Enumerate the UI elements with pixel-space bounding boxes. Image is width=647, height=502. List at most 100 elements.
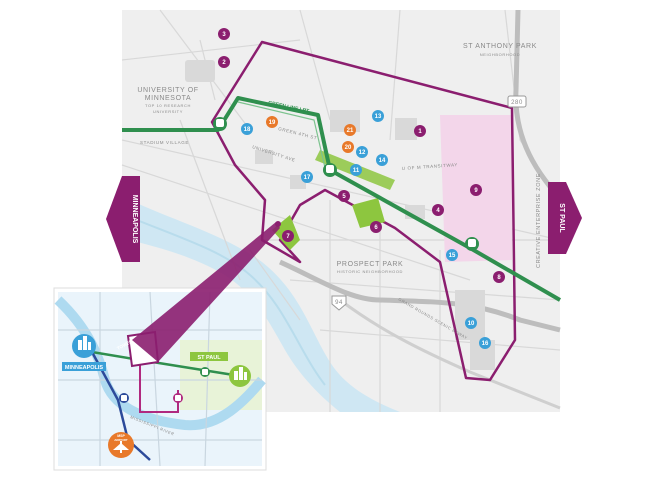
location-marker-number: 18 [244,127,251,133]
location-marker-20[interactable]: 20 [342,141,354,153]
location-marker-17[interactable]: 17 [301,171,313,183]
location-marker-number: 9 [474,188,478,194]
umn-sub-line1: TOP 10 RESEARCH [145,103,191,108]
location-marker-number: 5 [342,194,346,200]
zoom-callout-point [275,221,281,227]
location-marker-number: 11 [353,168,360,174]
inset-lrt-icon [200,367,210,377]
umn-sub-line2: UNIVERSITY [153,109,183,114]
interstate-94-shield: 94 [331,295,347,311]
location-marker-4[interactable]: 4 [432,204,444,216]
location-marker-21[interactable]: 21 [344,124,356,136]
location-marker-3[interactable]: 3 [218,28,230,40]
location-marker-number: 8 [497,275,501,281]
umn-label-line1: UNIVERSITY OF [137,87,198,94]
location-marker-number: 2 [222,60,226,66]
location-marker-dot [301,171,313,183]
location-marker-dot [282,230,294,242]
st-paul-tab-label: ST PAUL [558,203,565,233]
minneapolis-tab-label: MINNEAPOLIS [131,195,138,244]
location-marker-dot [493,271,505,283]
location-marker-number: 16 [482,341,489,347]
location-marker-number: 6 [374,225,378,231]
inset-map: TOWERSIDE MINNEAPOLIS ST PAUL [53,287,267,471]
highway-280-label: 280 [511,100,523,106]
inset-airport-label-2: AIRPORT [114,438,128,442]
lrt-station-icon [465,237,479,251]
river-bank [121,213,326,386]
location-marker-5[interactable]: 5 [338,190,350,202]
location-marker-number: 3 [222,32,226,38]
location-marker-19[interactable]: 19 [266,116,278,128]
highway-94 [278,259,561,333]
inset-blue-line [90,351,151,461]
inset-bus-icon [173,393,183,403]
prospect-park-label: PROSPECT PARK [337,261,404,268]
location-marker-dot [372,110,384,122]
location-marker-11[interactable]: 11 [350,164,362,176]
location-marker-number: 20 [345,145,352,151]
location-marker-number: 10 [468,321,475,327]
location-marker-number: 4 [436,208,440,214]
location-marker-dot [218,28,230,40]
green-line-lrt-outline [237,101,327,173]
location-marker-dot [465,317,477,329]
highway-280 [513,9,562,202]
location-marker-dot [266,116,278,128]
grand-rounds-road [339,298,561,410]
location-marker-number: 21 [347,128,354,134]
location-marker-dot [350,164,362,176]
location-marker-14[interactable]: 14 [376,154,388,166]
location-marker-dot [218,56,230,68]
inset-st-paul-icon [229,365,251,387]
location-marker-number: 12 [359,150,366,156]
location-marker-dot [344,124,356,136]
zoom-callout [132,222,280,362]
location-marker-number: 13 [375,114,382,120]
location-marker-13[interactable]: 13 [372,110,384,122]
inset-st-paul-label: ST PAUL [197,355,221,361]
lrt-station-icon [213,117,227,131]
location-marker-9[interactable]: 9 [470,184,482,196]
creative-enterprise-zone-label: CREATIVE ENTERPRISE ZONE [536,173,542,268]
location-marker-dot [342,141,354,153]
location-marker-6[interactable]: 6 [370,221,382,233]
minneapolis-direction-tab[interactable]: MINNEAPOLIS [106,176,140,262]
location-marker-8[interactable]: 8 [493,271,505,283]
stadium-village-label: STADIUM VILLAGE [140,140,189,145]
prospect-park-sub: HISTORIC NEIGHBORHOOD [337,269,403,274]
location-marker-12[interactable]: 12 [356,146,368,158]
location-marker-dot [470,184,482,196]
inset-airport-label-1: MSP [117,434,125,438]
location-marker-dot [414,125,426,137]
location-marker-dot [446,249,458,261]
location-marker-number: 17 [304,175,311,181]
location-marker-dot [376,154,388,166]
location-marker-10[interactable]: 10 [465,317,477,329]
location-marker-2[interactable]: 2 [218,56,230,68]
location-marker-dot [432,204,444,216]
lrt-station-icon [323,163,337,177]
umn-label-line2: MINNESOTA [145,95,192,102]
location-marker-16[interactable]: 16 [479,337,491,349]
location-marker-1[interactable]: 1 [414,125,426,137]
location-marker-dot [370,221,382,233]
inset-bus-icon [119,393,129,403]
location-marker-18[interactable]: 18 [241,123,253,135]
location-marker-15[interactable]: 15 [446,249,458,261]
green-space-6 [352,198,385,228]
inset-minneapolis-icon [72,334,96,358]
location-marker-dot [338,190,350,202]
location-marker-dot [241,123,253,135]
building-footprints [185,60,495,370]
location-marker-dot [479,337,491,349]
transitway-label: U OF M TRANSITWAY [402,162,458,171]
st-anthony-park-sub: NEIGHBORHOOD [480,52,521,57]
location-marker-number: 7 [286,234,290,240]
st-paul-direction-tab[interactable]: ST PAUL [548,182,582,254]
location-marker-7[interactable]: 7 [282,230,294,242]
interstate-94-label: 94 [335,300,343,306]
location-marker-dot [356,146,368,158]
